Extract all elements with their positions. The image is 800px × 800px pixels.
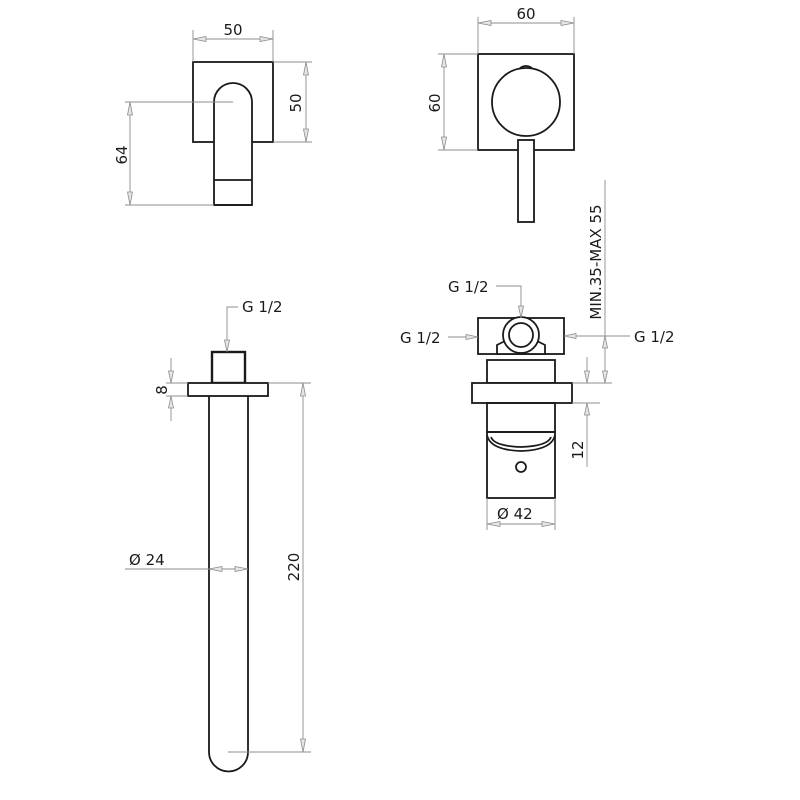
dim-label-height: 50 [287, 93, 305, 112]
arrow-icon [477, 20, 492, 26]
arrow-icon [441, 53, 447, 68]
dim-label-width: 50 [223, 21, 242, 39]
arrow-icon [168, 395, 174, 409]
leader-line [226, 306, 238, 352]
top-inlet-inner [508, 322, 534, 348]
spout-flange [187, 382, 269, 397]
arrow-icon [560, 20, 575, 26]
arrow-icon [303, 128, 309, 143]
mixer-knob [491, 67, 561, 137]
label-right-inlet: G 1/2 [634, 328, 675, 346]
arrow-icon [300, 738, 306, 753]
label-left-inlet: G 1/2 [400, 329, 441, 347]
spout-tube [208, 396, 249, 773]
dim-label-diameter: Ø 24 [129, 551, 165, 569]
cartridge-lower [486, 402, 556, 433]
arrow-icon [208, 566, 223, 572]
knob-indicator [519, 65, 533, 69]
arrow-icon [127, 191, 133, 206]
handle-curve-inner [490, 436, 552, 448]
arrow-icon [303, 61, 309, 76]
dim-label-depth: 64 [113, 145, 131, 164]
arrow-icon [234, 566, 249, 572]
arrow-icon [192, 36, 207, 42]
arrow-icon [518, 305, 524, 319]
dim-label-diameter: Ø 42 [497, 505, 533, 523]
arrow-icon [602, 335, 608, 349]
spout-front-view: 50 50 64 [113, 21, 312, 206]
arrow-icon [168, 370, 174, 384]
arrow-icon [224, 339, 230, 353]
dim-label-length: 220 [285, 553, 303, 582]
dim-label-width: 60 [516, 5, 535, 23]
arrow-icon [584, 402, 590, 416]
leader-line [496, 285, 522, 318]
handle-screw [515, 461, 527, 473]
dim-label-flange: 8 [153, 385, 171, 395]
spout-side-view: G 1/2 8 220 Ø 24 [125, 298, 311, 773]
arrow-icon [584, 370, 590, 384]
arrow-icon [563, 333, 577, 339]
handle-body [486, 431, 556, 499]
mixer-lever [517, 139, 535, 223]
arrow-icon [541, 521, 556, 527]
mixer-front-view: 60 60 [426, 5, 575, 223]
dim-label-offset: 12 [569, 440, 587, 459]
arrow-icon [602, 370, 608, 384]
dim-label-wall-depth: MIN.35-MAX 55 [587, 204, 605, 319]
arrow-icon [465, 334, 479, 340]
label-top-inlet: G 1/2 [448, 278, 489, 296]
mixer-body-view: G 1/2 G 1/2 G 1/2 MIN.35-MAX 55 12 Ø 42 [400, 180, 675, 530]
cartridge-upper [486, 359, 556, 384]
arrow-icon [127, 101, 133, 116]
arrow-icon [300, 382, 306, 397]
dim-label-height: 60 [426, 93, 444, 112]
spout-body [213, 82, 253, 206]
arrow-icon [259, 36, 274, 42]
arrow-icon [486, 521, 501, 527]
label-inlet: G 1/2 [242, 298, 283, 316]
handle-curve [486, 434, 556, 452]
mounting-flange [471, 382, 573, 404]
arrow-icon [441, 136, 447, 151]
spout-inlet-thread [210, 350, 247, 385]
